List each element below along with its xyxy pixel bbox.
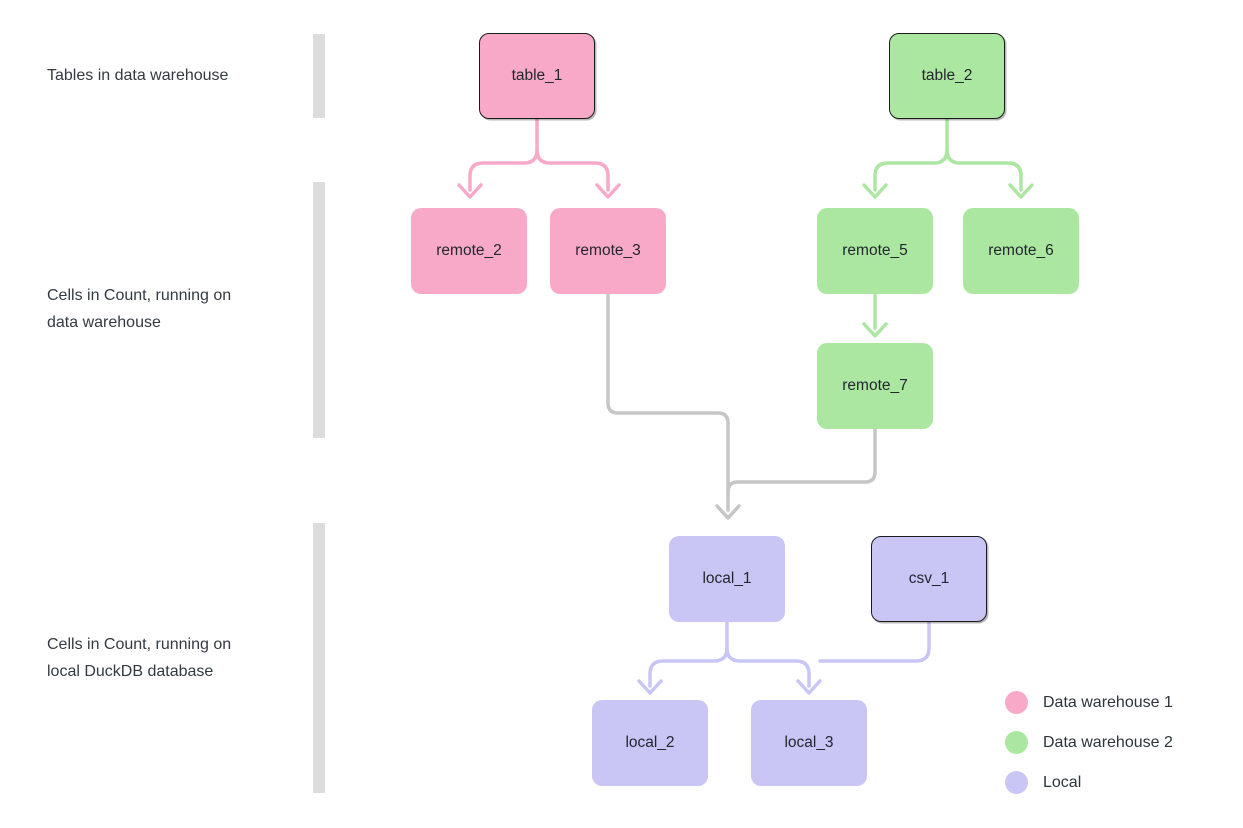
edge-local1-local2 [637, 619, 729, 695]
node-label: csv_1 [908, 570, 950, 587]
arrowhead-down-icon [637, 679, 663, 695]
section-label-text: Tables in data warehouse [47, 67, 229, 84]
section-label-warehouse-cells: Cells in Count, running on data warehous… [47, 282, 297, 336]
node-table-1: table_1 [479, 33, 595, 119]
arrowhead-down-icon [862, 183, 888, 199]
edge-line [818, 619, 931, 663]
edge-remote7-local1 [715, 428, 877, 520]
edge-csv1-local3 [818, 619, 931, 663]
edge-remote3-local1 [606, 293, 730, 512]
arrowhead-down-icon [457, 183, 483, 199]
edge-local1-local3 [725, 646, 822, 695]
edge-table1-remote3 [535, 148, 621, 199]
node-label: remote_2 [436, 242, 502, 259]
node-remote-6: remote_6 [963, 208, 1079, 294]
section-label-line1: Cells in Count, running on [47, 287, 232, 304]
arrowhead-down-icon [595, 183, 621, 199]
section-bar-warehouse-cells [313, 182, 325, 438]
arrowhead-down-icon [715, 504, 741, 520]
legend-item-warehouse-2: Data warehouse 2 [1005, 731, 1173, 754]
edge-line [945, 148, 1023, 192]
edge-remote5-remote7 [862, 293, 888, 338]
section-bar-tables [313, 34, 325, 118]
circle-swatch-icon [1005, 691, 1028, 714]
node-local-2: local_2 [592, 700, 708, 786]
edge-line [606, 293, 730, 512]
section-label-tables: Tables in data warehouse [47, 62, 297, 89]
node-label: table_1 [511, 67, 563, 84]
node-label: remote_5 [842, 242, 908, 259]
node-remote-2: remote_2 [411, 208, 527, 294]
edge-line [726, 428, 877, 494]
node-local-1: local_1 [669, 536, 785, 622]
legend-label: Local [1043, 773, 1082, 791]
section-label-local-cells: Cells in Count, running on local DuckDB … [47, 631, 297, 685]
legend-label: Data warehouse 1 [1043, 693, 1173, 711]
arrowhead-down-icon [796, 679, 822, 695]
legend: Data warehouse 1 Data warehouse 2 Local [1005, 691, 1173, 794]
node-label: local_1 [702, 570, 752, 587]
arrowhead-down-icon [862, 322, 888, 338]
edge-line [648, 619, 729, 688]
edge-line [725, 646, 811, 688]
section-label-line2: data warehouse [47, 314, 161, 331]
circle-swatch-icon [1005, 771, 1028, 794]
node-label: remote_7 [842, 377, 908, 394]
section-label-line2: local DuckDB database [47, 663, 214, 680]
node-remote-7: remote_7 [817, 343, 933, 429]
node-remote-3: remote_3 [550, 208, 666, 294]
edge-line [468, 118, 539, 192]
section-label-line1: Cells in Count, running on [47, 636, 232, 653]
node-csv-1: csv_1 [871, 536, 987, 622]
legend-item-warehouse-1: Data warehouse 1 [1005, 691, 1173, 714]
edge-line [873, 118, 949, 192]
edge-table2-remote5 [862, 118, 949, 199]
arrowhead-down-icon [1008, 183, 1034, 199]
node-table-2: table_2 [889, 33, 1005, 119]
edge-table2-remote6 [945, 148, 1034, 199]
legend-label: Data warehouse 2 [1043, 733, 1173, 751]
node-label: local_3 [784, 734, 834, 751]
node-label: table_2 [921, 67, 973, 84]
legend-item-local: Local [1005, 771, 1173, 794]
node-local-3: local_3 [751, 700, 867, 786]
edge-line [535, 148, 610, 192]
section-bar-local-cells [313, 523, 325, 793]
node-label: remote_6 [988, 242, 1054, 259]
node-label: remote_3 [575, 242, 641, 259]
node-remote-5: remote_5 [817, 208, 933, 294]
edge-table1-remote2 [457, 118, 539, 199]
circle-swatch-icon [1005, 731, 1028, 754]
node-label: local_2 [625, 734, 675, 751]
